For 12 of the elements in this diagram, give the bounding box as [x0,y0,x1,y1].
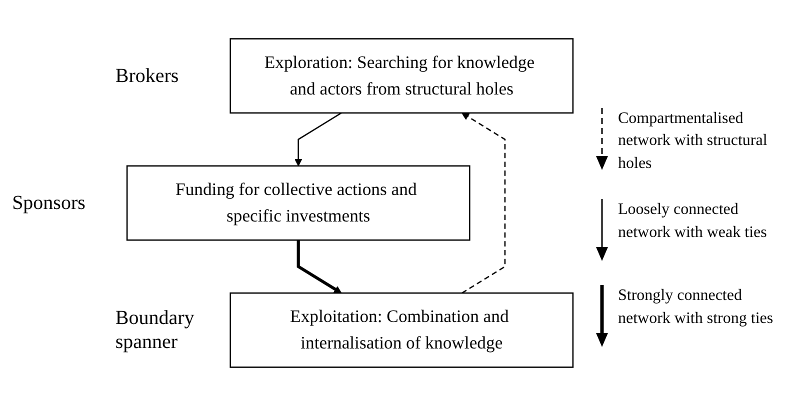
arrow [294,112,342,166]
role-label: Boundary spanner [115,306,196,354]
role-label: Sponsors [12,191,86,215]
dashed-arrow [462,112,506,294]
legend-text: Compartmentalised network with structural holes [618,109,768,174]
thick-arrow [296,240,342,294]
legend-text: Loosely connected network with weak ties [618,200,768,243]
process-box: Exploration: Searching for knowledge and actors from structural holes [230,38,574,114]
process-box: Funding for collective actions and specific investments [126,165,470,241]
role-label: Brokers [115,64,180,88]
process-box: Exploitation: Combination and internalisation of knowledge [230,292,574,368]
legend-text: Strongly connected network with strong ties [618,286,774,329]
